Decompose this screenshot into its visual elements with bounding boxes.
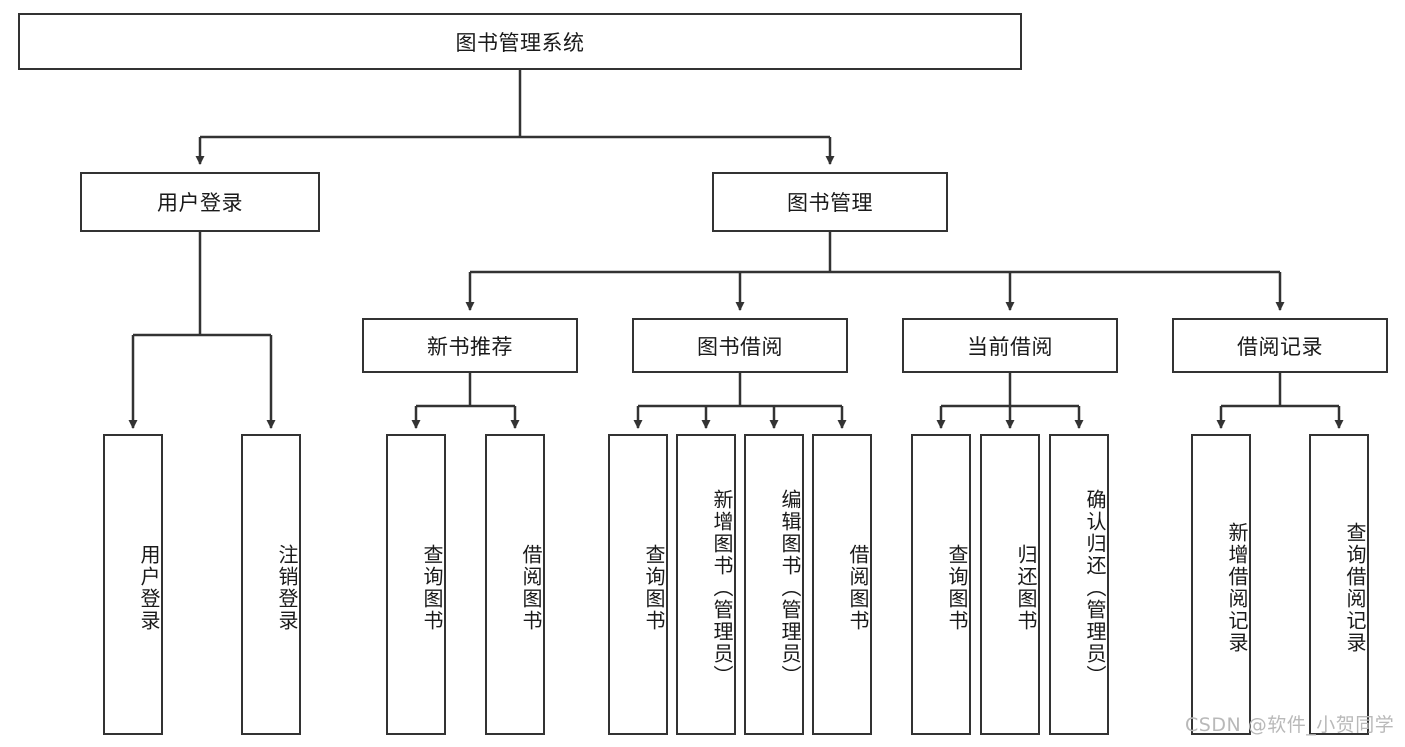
leaf-add-borrow-record[interactable]: 新增借阅记录 bbox=[1191, 434, 1251, 735]
node-label: 编辑图书（管理员） bbox=[778, 488, 802, 687]
leaf-confirm-return-admin[interactable]: 确认归还（管理员） bbox=[1049, 434, 1109, 735]
node-label: 注销登录 bbox=[275, 543, 299, 632]
leaf-add-book-admin[interactable]: 新增图书（管理员） bbox=[676, 434, 736, 735]
leaf-borrow-book[interactable]: 借阅图书 bbox=[812, 434, 872, 735]
node-label: 借阅图书 bbox=[846, 543, 870, 632]
node-label: 查询图书 bbox=[642, 543, 666, 632]
node-label: 用户登录 bbox=[157, 191, 243, 215]
node-user-login[interactable]: 用户登录 bbox=[80, 172, 320, 232]
node-book-management[interactable]: 图书管理 bbox=[712, 172, 948, 232]
node-label: 归还图书 bbox=[1014, 543, 1038, 632]
node-borrow-record[interactable]: 借阅记录 bbox=[1172, 318, 1388, 373]
node-label: 查询图书 bbox=[945, 543, 969, 632]
watermark-text: CSDN @软件_小贺同学 bbox=[1185, 714, 1395, 736]
leaf-query-borrow-record[interactable]: 查询借阅记录 bbox=[1309, 434, 1369, 735]
leaf-return-book[interactable]: 归还图书 bbox=[980, 434, 1040, 735]
node-label: 查询图书 bbox=[420, 543, 444, 632]
node-label: 新增图书（管理员） bbox=[710, 488, 734, 687]
leaf-user-logout[interactable]: 注销登录 bbox=[241, 434, 301, 735]
node-book-borrow[interactable]: 图书借阅 bbox=[632, 318, 848, 373]
leaf-borrow-book-recommend[interactable]: 借阅图书 bbox=[485, 434, 545, 735]
leaf-query-book-recommend[interactable]: 查询图书 bbox=[386, 434, 446, 735]
leaf-query-book-current[interactable]: 查询图书 bbox=[911, 434, 971, 735]
node-label: 查询借阅记录 bbox=[1343, 521, 1367, 654]
node-current-borrow[interactable]: 当前借阅 bbox=[902, 318, 1118, 373]
node-label: 新书推荐 bbox=[427, 334, 513, 359]
node-label: 图书管理 bbox=[787, 191, 873, 215]
node-new-book-recommend[interactable]: 新书推荐 bbox=[362, 318, 578, 373]
node-root-book-management-system[interactable]: 图书管理系统 bbox=[18, 13, 1022, 70]
leaf-edit-book-admin[interactable]: 编辑图书（管理员） bbox=[744, 434, 804, 735]
node-label: 借阅记录 bbox=[1237, 334, 1323, 359]
node-label: 确认归还（管理员） bbox=[1083, 488, 1107, 687]
node-label: 图书管理系统 bbox=[455, 30, 585, 55]
node-label: 新增借阅记录 bbox=[1225, 521, 1249, 654]
node-label: 借阅图书 bbox=[519, 543, 543, 632]
node-label: 图书借阅 bbox=[697, 334, 783, 359]
node-label: 用户登录 bbox=[137, 543, 161, 632]
node-label: 当前借阅 bbox=[967, 334, 1053, 359]
leaf-query-book-borrow[interactable]: 查询图书 bbox=[608, 434, 668, 735]
leaf-user-login[interactable]: 用户登录 bbox=[103, 434, 163, 735]
